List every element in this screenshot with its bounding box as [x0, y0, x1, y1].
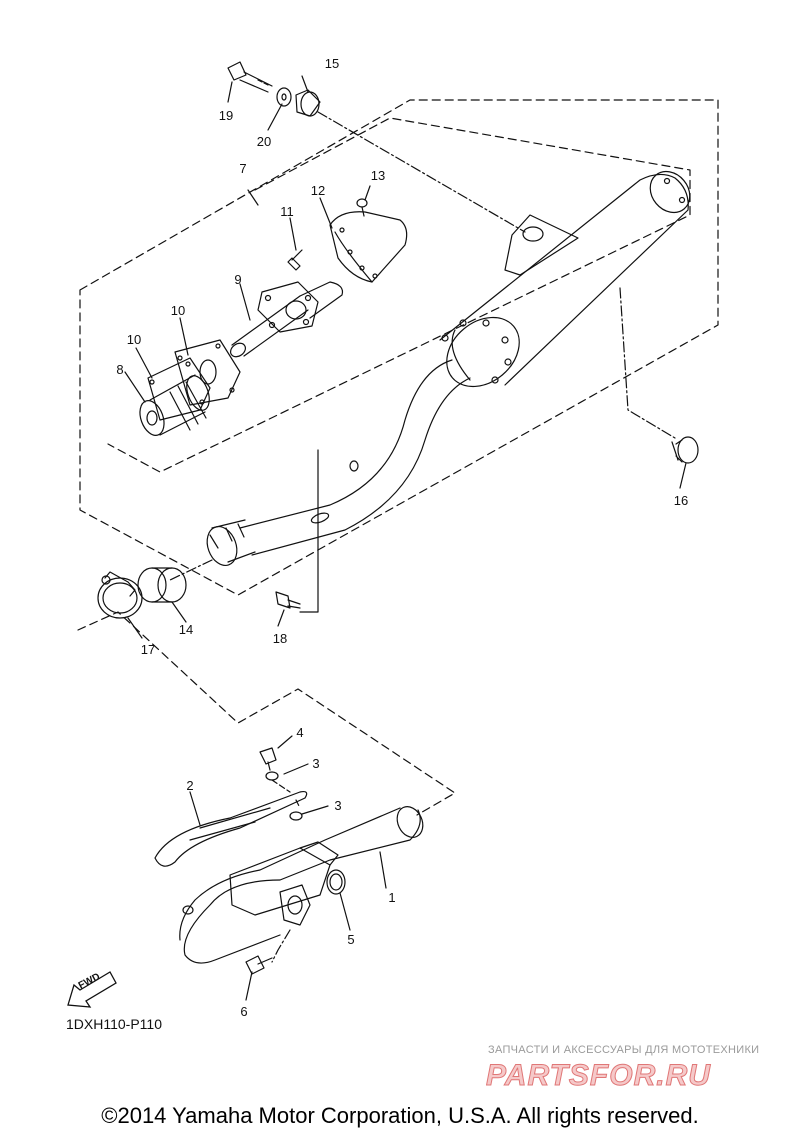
callout-part-20: 20: [256, 134, 272, 149]
spark-arrestor-screen: [139, 374, 210, 436]
callout-part-7: 7: [239, 161, 247, 176]
washer-3b: [289, 811, 303, 821]
bolt-18: [275, 591, 301, 609]
watermark-tagline: ЗАПЧАСТИ И АКСЕССУАРЫ ДЛЯ МОТОТЕХНИКИ: [488, 1044, 760, 1056]
gasket-5: [326, 869, 346, 895]
bolt-19: [227, 61, 273, 93]
gasket-14: [137, 567, 187, 603]
callout-part-6: 6: [240, 1004, 248, 1019]
callout-part-11: 11: [280, 204, 294, 219]
callout-part-16: 16: [673, 493, 689, 508]
copyright-notice: ©2014 Yamaha Motor Corporation, U.S.A. A…: [101, 1103, 699, 1128]
callout-part-5: 5: [347, 932, 355, 947]
gasket-10b: [174, 339, 241, 406]
callout-part-19: 19: [218, 108, 234, 123]
gasket-10a: [147, 357, 211, 421]
muffler-connecting-pipe: [206, 359, 471, 566]
bolt-6: [245, 955, 273, 975]
callout-part-3a: 3: [312, 756, 320, 771]
callout-part-17: 17: [140, 642, 156, 657]
grommet-15: [295, 89, 321, 117]
callout-part-4: 4: [296, 725, 304, 740]
exhaust-pipe: [179, 806, 424, 964]
callout-part-2: 2: [186, 778, 194, 793]
clamp-17: [97, 571, 143, 619]
callout-part-13: 13: [370, 168, 386, 183]
exhaust-pipe-group-boundary: [77, 611, 456, 816]
diagram-code: 1DXH110-P110: [66, 1016, 162, 1032]
watermark-logo: PARTSFOR.RU: [486, 1060, 711, 1090]
heat-guard-2: [154, 791, 308, 867]
callout-part-3b: 3: [334, 798, 342, 813]
callout-part-9: 9: [234, 272, 242, 287]
washer-20: [276, 87, 292, 107]
fwd-arrow-icon: [67, 971, 117, 1008]
watermark-logo-text: PARTSFOR.RU: [486, 1060, 711, 1090]
screw-13: [356, 198, 368, 217]
bolt-16: [671, 436, 699, 464]
callout-part-12: 12: [310, 183, 326, 198]
bolt-4: [259, 747, 277, 771]
callout-part-10b: 10: [170, 303, 186, 318]
callout-part-18: 18: [272, 631, 288, 646]
muffler-body: [439, 170, 691, 388]
end-cap: [329, 211, 408, 283]
muffler-group-boundary: [79, 99, 719, 596]
callout-part-14: 14: [178, 622, 194, 637]
tail-pipe: [229, 281, 344, 358]
callout-part-1: 1: [388, 890, 396, 905]
callout-part-15: 15: [324, 56, 340, 71]
callout-part-8: 8: [116, 362, 124, 377]
screw-11: [287, 249, 303, 271]
callout-part-10a: 10: [126, 332, 142, 347]
washer-3a: [265, 771, 279, 781]
